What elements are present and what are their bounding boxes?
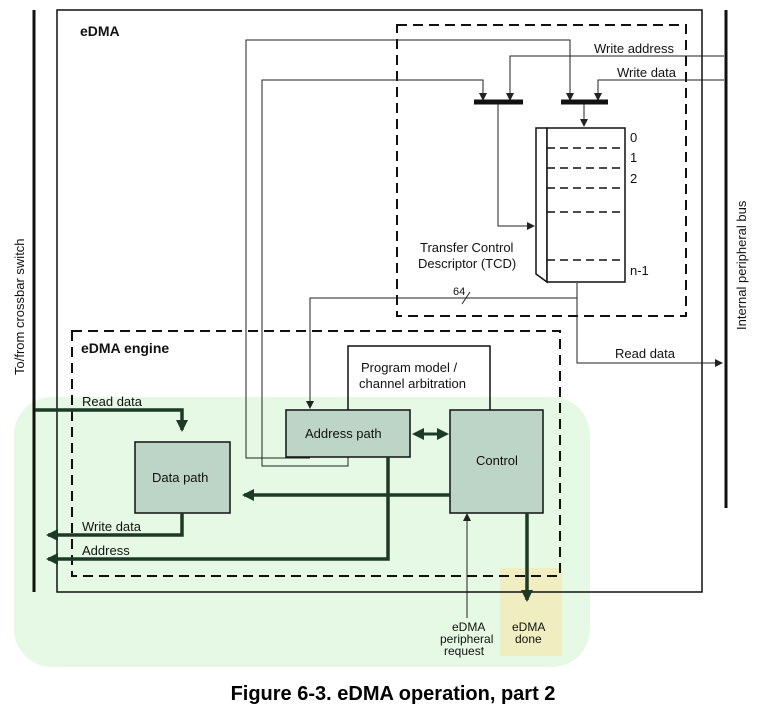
read-data-left-line — [35, 408, 188, 432]
write-address-line — [506, 55, 724, 101]
tcd-row-0: 0 — [630, 130, 637, 145]
crossbar-bus-label: To/from crossbar switch — [12, 238, 27, 375]
edma-box — [56, 9, 703, 593]
address-path-label: Address path — [305, 426, 382, 441]
figure-caption: Figure 6-3. eDMA operation, part 2 — [231, 683, 556, 705]
program-model-box — [347, 345, 491, 410]
link-arrow-left — [412, 428, 424, 440]
program-model-1: Program model / — [361, 360, 457, 375]
bus-width-slash — [461, 291, 471, 305]
read-data-left-label: Read data — [82, 394, 143, 409]
write-data-left-line — [46, 513, 184, 541]
program-model-2: channel arbitration — [359, 376, 466, 391]
engine-title: eDMA engine — [81, 340, 169, 356]
edma-engine-region — [71, 330, 561, 577]
data-path-block — [134, 441, 231, 514]
done-highlight — [500, 568, 562, 656]
tcd-row-2: 2 — [630, 171, 637, 186]
tcd-to-address-path — [306, 283, 578, 409]
address-left-label: Address — [82, 543, 130, 558]
write-data-left-label: Write data — [82, 519, 142, 534]
control-label: Control — [476, 453, 518, 468]
address-left-line — [46, 457, 390, 565]
done-label-2: done — [515, 632, 542, 646]
edma-title: eDMA — [80, 23, 120, 39]
control-block — [449, 409, 544, 514]
addr-loop-outer — [245, 39, 574, 459]
mux-left-out — [497, 104, 535, 230]
tcd-label-2: Descriptor (TCD) — [418, 256, 516, 271]
periph-request-1: eDMA — [452, 620, 485, 634]
address-path-block — [285, 409, 411, 458]
tcd-region — [396, 24, 687, 317]
write-data-line — [594, 79, 724, 101]
read-data-right-label: Read data — [615, 346, 676, 361]
done-label-1: eDMA — [512, 620, 545, 634]
periph-request-2: peripheral — [440, 632, 493, 646]
data-path-label: Data path — [152, 470, 208, 485]
peripheral-bus-label: Internal peripheral bus — [734, 200, 749, 330]
tcd-row-n1: n-1 — [630, 263, 649, 278]
tcd-row-1: 1 — [630, 150, 637, 165]
link-arrow-right — [437, 428, 449, 440]
tcd-memory — [535, 127, 548, 284]
tcd-label-1: Transfer Control — [420, 240, 514, 255]
periph-request-3: request — [444, 644, 485, 658]
tcd-memory-body — [546, 127, 626, 283]
write-data-top-label: Write data — [617, 65, 677, 80]
bus-width-label: 64 — [453, 286, 465, 298]
read-data-right-line — [576, 298, 723, 367]
write-address-label: Write address — [594, 41, 674, 56]
addr-loop-inner — [261, 79, 487, 467]
